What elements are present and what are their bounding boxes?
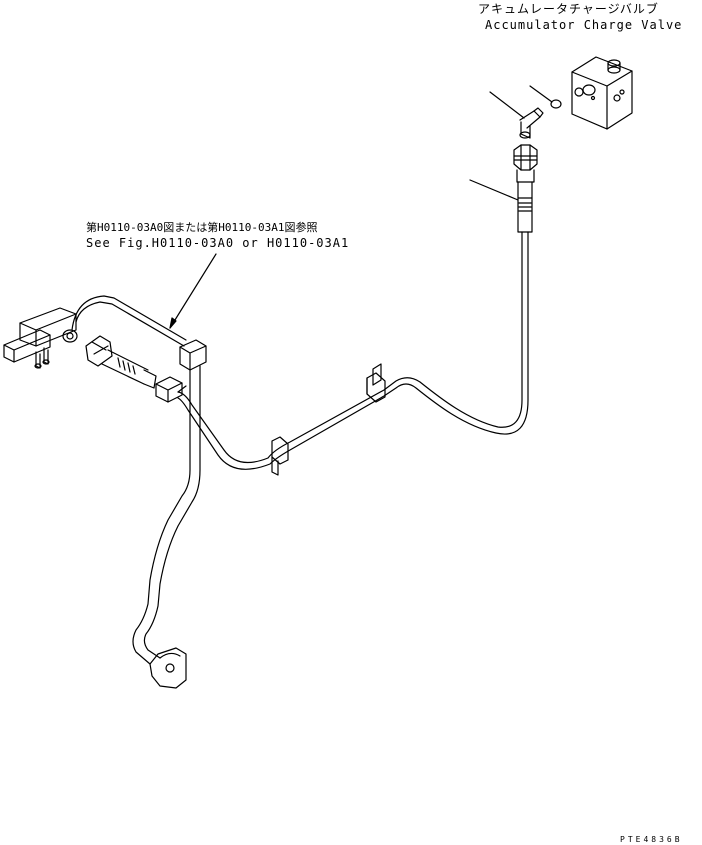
- hose-end-fitting: [470, 145, 537, 232]
- valve-label-english: Accumulator Charge Valve: [485, 18, 683, 32]
- pipe-flange: [150, 648, 186, 688]
- hose-line: [178, 232, 528, 469]
- reference-note-english: See Fig.H0110-03A0 or H0110-03A1: [86, 236, 350, 250]
- hose-clamp-1: [367, 364, 385, 402]
- hose-clamp-2: [272, 437, 288, 475]
- valve-label-japanese: アキュムレータチャージバルブ: [478, 2, 659, 16]
- rigid-pipe: [72, 296, 206, 664]
- drawing-code: PTE4836B: [620, 835, 683, 844]
- accumulator-charge-valve: [572, 57, 632, 129]
- elbow-fitting: [490, 92, 543, 138]
- short-hose: [86, 336, 156, 388]
- reference-arrow: [170, 254, 216, 328]
- reference-note-japanese: 第H0110-03A0図または第H0110-03A1図参照: [86, 221, 318, 234]
- o-ring: [530, 86, 561, 108]
- manifold-block: [4, 308, 77, 368]
- pipe-fitting: [156, 377, 186, 402]
